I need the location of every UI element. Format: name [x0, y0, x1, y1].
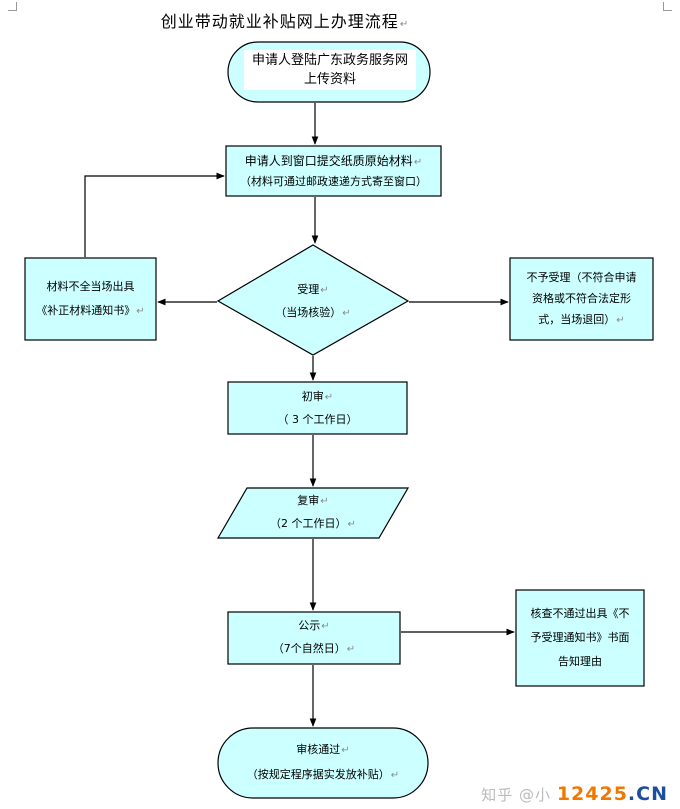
submit-process-shape	[225, 145, 442, 197]
watermark: 知乎 @小 12425.CN	[481, 783, 668, 805]
arrow-incomplete-loop-to-submit	[84, 172, 225, 257]
fail-notice-process-shape	[515, 589, 645, 687]
accept-node: 受理↵ （当场核验）↵	[275, 283, 351, 319]
fail-notice-node: 核查不通过出具《不 予受理通知书》书面 告知理由	[530, 607, 630, 668]
re-review-data-shape	[216, 487, 410, 539]
end-node: 审核通过↵ （按规定程序据实发放补贴）↵	[246, 743, 400, 781]
publicity-node: 公示↵ （7个自然日）↵	[272, 619, 356, 655]
publicity-process-shape	[227, 611, 401, 665]
page-corner-mark	[8, 2, 17, 11]
accept-decision-shape	[216, 244, 410, 356]
incomplete-node: 材料不全当场出具 《补正材料通知书》↵	[36, 279, 145, 317]
re-review-node: 复审↵ （2 个工作日）↵	[270, 494, 356, 530]
reject-process-shape	[509, 257, 654, 341]
end-terminal-shape	[217, 727, 429, 799]
initial-review-node: 初审↵ （ 3 个工作日）	[277, 389, 358, 426]
start-node: 申请人登陆广东政务服务网 上传资料	[251, 53, 408, 87]
start-inner-highlight	[244, 50, 416, 90]
incomplete-process-shape	[24, 257, 157, 341]
submit-node: 申请人到窗口提交纸质原始材料↵ （材料可通过邮政速递方式寄至窗口）	[240, 153, 427, 188]
reject-node: 不予受理（不符合申请 资格或不符合法定形 式，当场退回）↵	[526, 271, 637, 326]
initial-review-process-shape	[227, 381, 408, 435]
page-corner-mark	[663, 2, 672, 11]
diagram-title: 创业带动就业补贴网上办理流程↵	[160, 12, 410, 31]
